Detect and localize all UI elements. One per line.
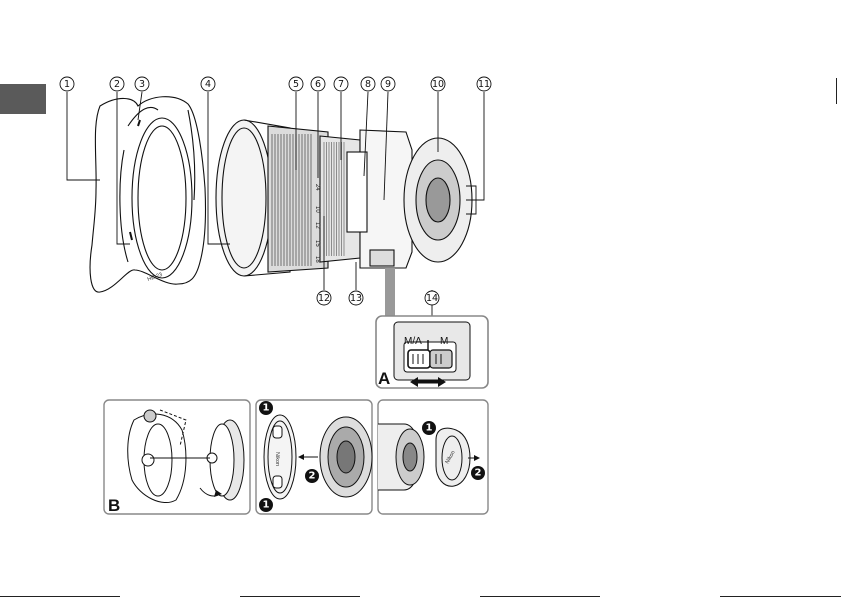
callout-10: 10	[431, 77, 445, 91]
front-cap-brand: Nikon	[274, 452, 280, 466]
callout-6: 6	[311, 77, 325, 91]
callout-number: 8	[365, 79, 371, 90]
callout-number: 2	[114, 79, 120, 90]
step-number: 2	[309, 471, 316, 482]
callout-14: 14	[425, 291, 439, 305]
callout-number: 3	[139, 79, 145, 90]
callout-7: 7	[334, 77, 348, 91]
step-number: 2	[475, 468, 482, 479]
switch-label-ma: M/A	[404, 336, 422, 347]
callout-3: 3	[135, 77, 149, 91]
callout-9: 9	[381, 77, 395, 91]
step-number: 1	[263, 500, 270, 511]
scale-15: 15	[314, 240, 320, 247]
callout-number: 12	[318, 293, 330, 304]
callout-2: 2	[110, 77, 124, 91]
panel-front-cap	[256, 400, 372, 514]
callout-number: 7	[338, 79, 344, 90]
scale-18: 18	[314, 256, 320, 263]
scale-24: 24	[314, 184, 320, 191]
callout-number: 10	[432, 79, 444, 90]
callout-number: 1	[64, 79, 70, 90]
callout-5: 5	[289, 77, 303, 91]
callout-number: 14	[426, 293, 438, 304]
switch-connector	[385, 268, 395, 316]
callout-number: 5	[293, 79, 299, 90]
callout-1: 1	[60, 77, 74, 91]
panel-rear-cap	[378, 400, 488, 514]
hood-model-text: HB-23	[147, 272, 164, 283]
callout-number: 9	[385, 79, 391, 90]
panel-a-switch-detail	[376, 316, 488, 388]
callout-13: 13	[349, 291, 363, 305]
callout-11: 11	[477, 77, 491, 91]
switch-label-m: M	[440, 336, 448, 347]
callout-number: 11	[478, 79, 490, 90]
step-marker-front-1-top: 1	[259, 401, 273, 415]
panel-b-hood-attach	[104, 400, 250, 514]
callout-12: 12	[317, 291, 331, 305]
step-marker-rear-1: 1	[422, 421, 436, 435]
callout-4: 4	[201, 77, 215, 91]
step-marker-front-2: 2	[305, 469, 319, 483]
scale-10: 10	[314, 206, 320, 213]
callout-number: 6	[315, 79, 321, 90]
callout-number: 4	[205, 79, 211, 90]
callout-8: 8	[361, 77, 375, 91]
step-number: 1	[426, 423, 433, 434]
panel-b-letter: B	[108, 496, 120, 515]
lens-hood-illustration	[90, 97, 205, 292]
step-number: 1	[263, 403, 270, 414]
step-marker-rear-2: 2	[471, 466, 485, 480]
scale-12: 12	[314, 222, 320, 229]
step-marker-front-1-bottom: 1	[259, 498, 273, 512]
panel-a-letter: A	[378, 369, 390, 388]
callout-number: 13	[350, 293, 362, 304]
